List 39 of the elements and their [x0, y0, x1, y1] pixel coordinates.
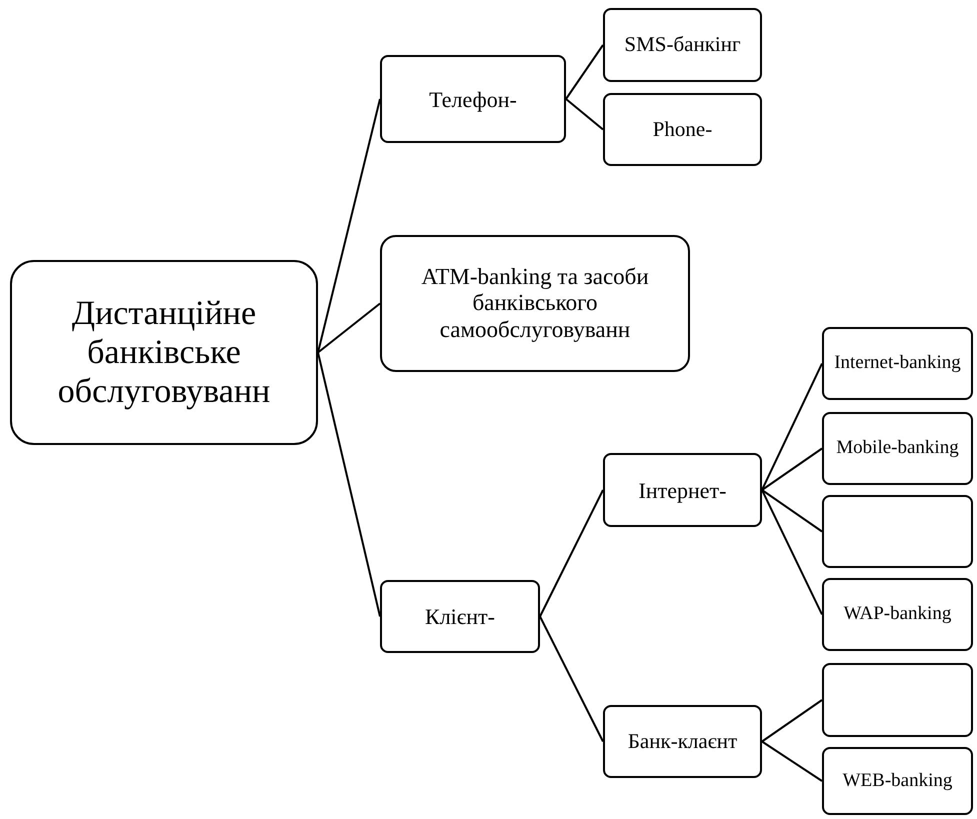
node-label: Клієнт-	[425, 603, 495, 631]
rounded-box	[380, 580, 540, 653]
rounded-box	[822, 495, 973, 568]
rounded-box	[603, 705, 762, 778]
connector-line	[761, 699, 823, 742]
rounded-box	[380, 55, 566, 143]
rounded-box	[822, 747, 973, 815]
node-label: Телефон-	[429, 86, 517, 114]
connector-line	[317, 98, 381, 353]
node-label: WEB-banking	[842, 768, 952, 793]
node-label: Phone-	[652, 116, 712, 143]
node-label: WAP-banking	[844, 602, 952, 626]
rounded-box	[603, 93, 762, 166]
rounded-box	[822, 663, 973, 737]
rounded-box	[822, 412, 973, 485]
rounded-box	[10, 260, 318, 445]
rounded-box	[380, 235, 690, 372]
connector-line	[317, 352, 381, 617]
rounded-box	[603, 453, 762, 527]
connector-line	[761, 448, 823, 491]
rounded-box	[822, 578, 973, 651]
connector-line	[565, 44, 604, 100]
node-label: ATM-banking та засоби банківського самообслуговуванн	[420, 264, 650, 344]
rounded-box	[603, 8, 762, 82]
node-label: Дистанційне банківське обслуговуванн	[56, 294, 272, 412]
connector-line	[761, 490, 823, 615]
connector-line	[761, 363, 823, 490]
connector-line	[565, 98, 604, 130]
node-label: SMS-банкінг	[624, 31, 741, 58]
connector-line	[761, 740, 823, 782]
node-label: Mobile-banking	[836, 436, 959, 460]
node-label: Internet-banking	[834, 351, 961, 376]
connector-line	[761, 489, 823, 532]
rounded-box	[822, 327, 973, 400]
connector-line	[539, 490, 604, 617]
node-label: Банк-клаєнт	[628, 728, 738, 755]
node-label: Інтернет-	[638, 476, 726, 505]
connector-line	[539, 616, 604, 742]
connector-line	[317, 302, 381, 354]
